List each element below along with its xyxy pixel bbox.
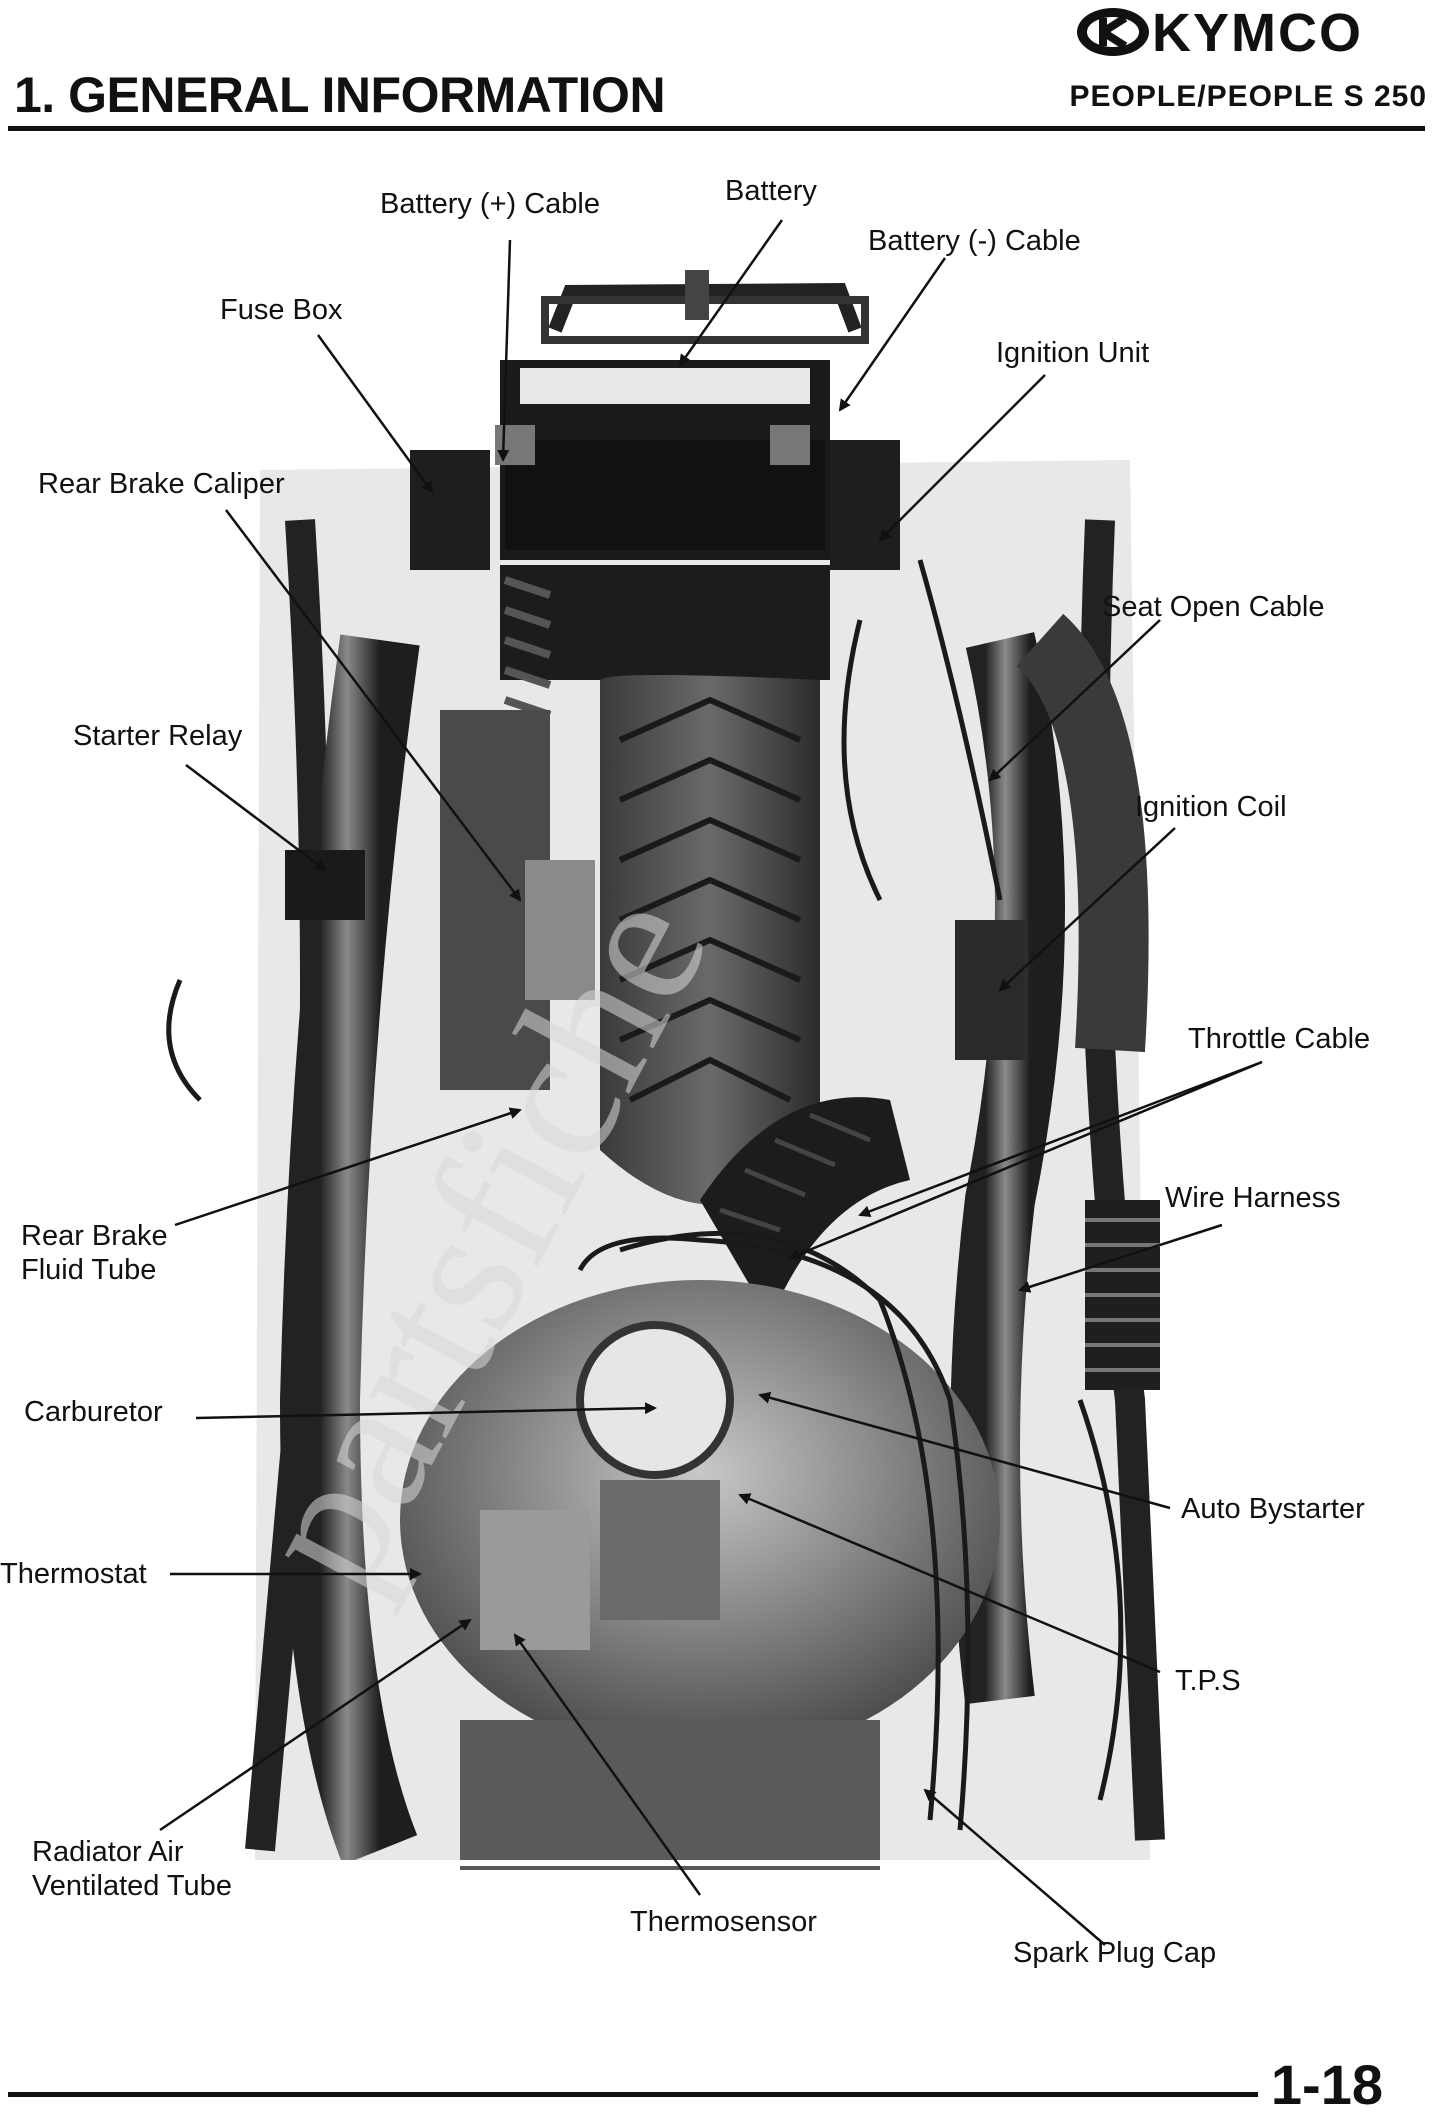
- page-title: 1. GENERAL INFORMATION: [14, 67, 666, 123]
- label-fuse-box: Fuse Box: [220, 294, 343, 326]
- label-thermosensor: Thermosensor: [630, 1906, 817, 1938]
- label-wire-harness: Wire Harness: [1165, 1182, 1341, 1214]
- brand-name: KYMCO: [1152, 3, 1363, 63]
- label-thermostat: Thermostat: [0, 1558, 147, 1590]
- label-seat-open-cable: Seat Open Cable: [1102, 591, 1325, 623]
- label-radiator-air-ventilated-tube: Radiator Air Ventilated Tube: [32, 1835, 232, 1903]
- label-auto-bystarter: Auto Bystarter: [1181, 1493, 1365, 1525]
- label-battery-plus-cable: Battery (+) Cable: [380, 188, 601, 220]
- label-rear-brake-fluid-tube: Rear Brake Fluid Tube: [21, 1219, 168, 1287]
- label-battery-minus-cable: Battery (-) Cable: [868, 225, 1081, 257]
- label-carburetor: Carburetor: [24, 1396, 163, 1428]
- label-ignition-coil: Ignition Coil: [1135, 791, 1287, 823]
- label-radiator-air-line1: Radiator Air: [32, 1836, 184, 1868]
- model-name: PEOPLE/PEOPLE S 250: [1069, 80, 1427, 113]
- label-rear-brake-fluid-tube-line1: Rear Brake: [21, 1220, 168, 1252]
- label-throttle-cable: Throttle Cable: [1188, 1023, 1371, 1055]
- page-number: 1-18: [1270, 2053, 1383, 2116]
- label-rear-brake-fluid-tube-line2: Fluid Tube: [21, 1254, 157, 1286]
- label-spark-plug-cap: Spark Plug Cap: [1013, 1937, 1217, 1969]
- label-ignition-unit: Ignition Unit: [996, 337, 1150, 369]
- label-radiator-air-line2: Ventilated Tube: [32, 1870, 232, 1902]
- label-rear-brake-caliper: Rear Brake Caliper: [38, 468, 285, 500]
- label-battery: Battery: [725, 175, 817, 207]
- kymco-logo: [1077, 8, 1149, 56]
- label-starter-relay: Starter Relay: [73, 720, 243, 752]
- label-tps: T.P.S: [1175, 1665, 1241, 1697]
- header-divider: [8, 126, 1425, 131]
- footer-divider: [8, 2092, 1258, 2097]
